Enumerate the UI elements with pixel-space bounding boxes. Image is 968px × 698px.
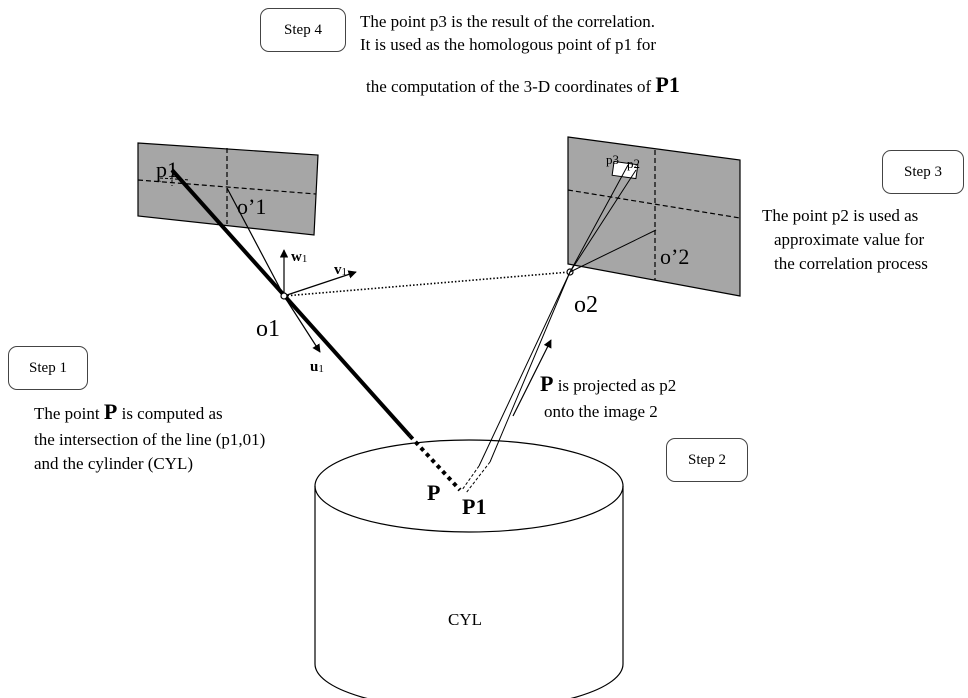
step1-line2: the intersection of the line (p1,01): [34, 430, 266, 449]
label-cyl: CYL: [448, 610, 482, 629]
label-o2: o2: [574, 292, 598, 318]
step2-line2: onto the image 2: [544, 402, 658, 421]
step1-line3: and the cylinder (CYL): [34, 454, 194, 473]
label-P1: P1: [462, 494, 486, 519]
step4-line1: The point p3 is the result of the correl…: [360, 12, 656, 31]
label-o-prime-1: o’1: [237, 194, 266, 219]
step1-line1-bold: P: [103, 399, 118, 424]
step2-badge: Step 2: [666, 438, 748, 482]
step3-label: Step 3: [904, 163, 942, 180]
ray-o2-P1: [489, 271, 571, 463]
ray-o2-P1-hidden: [465, 461, 491, 494]
step1-label: Step 1: [29, 359, 67, 376]
ray-o2-p2: [569, 169, 637, 273]
step4-badge: Step 4: [260, 8, 346, 52]
ray-o2-P: [478, 271, 571, 467]
ray-o2-p3: [569, 164, 629, 273]
p1-marker-h: [159, 177, 191, 181]
cylinder: [314, 439, 624, 698]
label-p2: p2: [627, 156, 640, 171]
ray-p1-o1: [170, 168, 412, 438]
step4-label: Step 4: [284, 21, 322, 38]
label-p1: p1: [156, 157, 178, 182]
label-o1: o1: [256, 316, 280, 342]
v1-axis: [283, 270, 357, 297]
label-p3: p3: [606, 152, 619, 167]
image-plane-2: [567, 136, 741, 297]
baseline-o1-o2: [283, 271, 571, 297]
step4-line2: It is used as the homologous point of p1…: [360, 35, 657, 54]
plane2-horizontal-axis: [567, 189, 741, 219]
o1-to-principal-point: [226, 187, 285, 297]
step1-badge: Step 1: [8, 346, 88, 390]
step3-line2: approximate value for: [774, 230, 925, 249]
step2-line1-suffix: is projected as p2: [557, 376, 677, 395]
label-w1: w1: [291, 249, 307, 265]
step4-line3-bold: P1: [655, 72, 680, 97]
projection-direction-arrow: [512, 339, 552, 417]
step2-label: Step 2: [688, 451, 726, 468]
label-P: P: [427, 480, 440, 505]
step3-line3: the correlation process: [774, 254, 928, 273]
label-v1: v1: [334, 262, 347, 278]
step1-line1-prefix: The point: [34, 404, 100, 423]
label-o-prime-2: o’2: [660, 244, 689, 269]
step1-line1: The point P is computed as: [34, 400, 223, 425]
plane1-horizontal-axis: [137, 179, 317, 195]
label-u1: u1: [310, 359, 324, 375]
ray-o2-principal: [569, 229, 657, 273]
step4-line3-text: the computation of the 3-D coordinates o…: [366, 77, 652, 96]
step2-line1: P is projected as p2: [540, 372, 676, 397]
step1-line1-suffix: is computed as: [121, 404, 223, 423]
u1-axis: [283, 295, 321, 353]
projection-center-o1: [280, 292, 288, 300]
step3-badge: Step 3: [882, 150, 964, 194]
step4-line3: the computation of the 3-D coordinates o…: [366, 73, 680, 98]
step3-line1: The point p2 is used as: [762, 206, 919, 225]
step2-line1-bold: P: [540, 371, 554, 396]
